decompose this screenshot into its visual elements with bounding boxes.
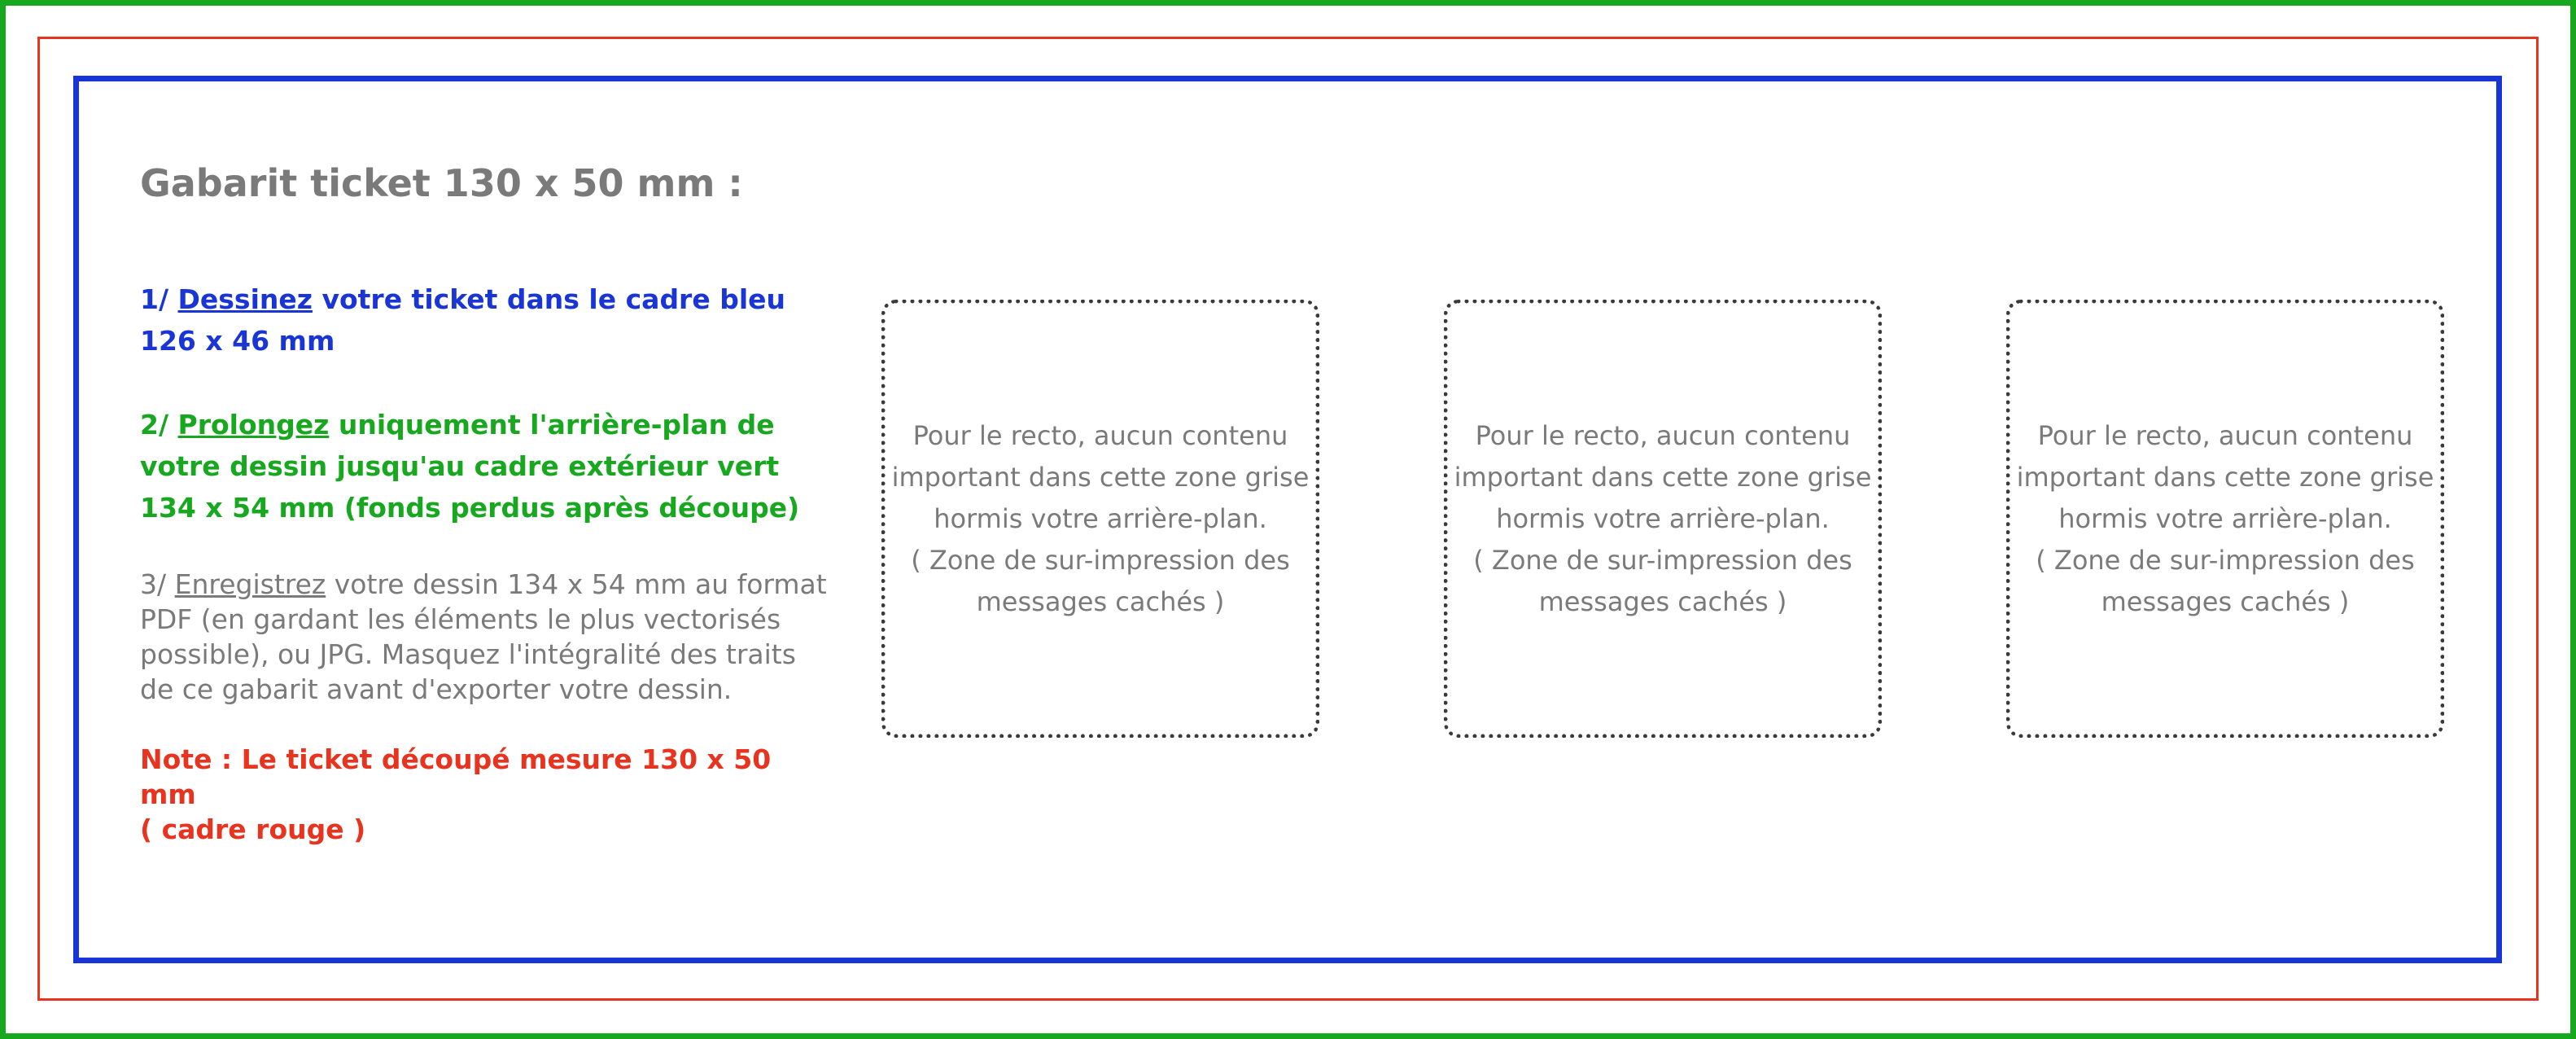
zone-2-line-5: messages cachés ) — [1538, 585, 1787, 617]
safe-frame-blue — [73, 76, 2502, 963]
zone-3-line-2: important dans cette zone grise — [2016, 461, 2434, 493]
step-1-keyword: Dessinez — [177, 283, 313, 315]
note-line-2: ( cadre rouge ) — [140, 813, 366, 845]
step-2-text: uniquement l'arrière-plan de votre dessi… — [140, 409, 800, 524]
note-line-1: Note : Le ticket découpé mesure 130 x 50… — [140, 743, 772, 810]
instruction-step-3: 3/ Enregistrez votre dessin 134 x 54 mm … — [140, 567, 832, 707]
overprint-zone-1: Pour le recto, aucun contenu important d… — [881, 300, 1319, 738]
zone-3-text: Pour le recto, aucun contenu important d… — [2010, 415, 2440, 623]
zone-2-line-3: hormis votre arrière-plan. — [1496, 502, 1830, 534]
zone-3-line-5: messages cachés ) — [2101, 585, 2350, 617]
step-3-keyword: Enregistrez — [174, 568, 326, 600]
step-2-keyword: Prolongez — [177, 409, 330, 441]
zone-3-line-4: ( Zone de sur-impression des — [2036, 544, 2415, 576]
zone-1-line-3: hormis votre arrière-plan. — [934, 502, 1267, 534]
zone-2-line-1: Pour le recto, aucun contenu — [1475, 419, 1851, 451]
zone-3-line-3: hormis votre arrière-plan. — [2058, 502, 2392, 534]
overprint-zone-2: Pour le recto, aucun contenu important d… — [1444, 300, 1882, 738]
cut-frame-red — [37, 37, 2539, 1001]
zone-2-line-4: ( Zone de sur-impression des — [1473, 544, 1852, 576]
instruction-step-2: 2/ Prolongez uniquement l'arrière-plan d… — [140, 404, 832, 528]
overprint-zone-3: Pour le recto, aucun contenu important d… — [2006, 300, 2444, 738]
zone-1-text: Pour le recto, aucun contenu important d… — [886, 415, 1315, 623]
instruction-step-1: 1/ Dessinez votre ticket dans le cadre b… — [140, 278, 832, 362]
step-3-text: votre dessin 134 x 54 mm au format PDF (… — [140, 568, 827, 705]
instruction-note: Note : Le ticket découpé mesure 130 x 50… — [140, 742, 832, 847]
step-1-prefix: 1/ — [140, 283, 178, 315]
zone-3-line-1: Pour le recto, aucun contenu — [2037, 419, 2413, 451]
zone-2-line-2: important dans cette zone grise — [1454, 461, 1872, 493]
zone-1-line-1: Pour le recto, aucun contenu — [912, 419, 1288, 451]
zone-1-line-5: messages cachés ) — [976, 585, 1225, 617]
step-3-prefix: 3/ — [140, 568, 175, 600]
page-title: Gabarit ticket 130 x 50 mm : — [140, 161, 743, 205]
zone-1-line-2: important dans cette zone grise — [891, 461, 1310, 493]
zone-1-line-4: ( Zone de sur-impression des — [911, 544, 1290, 576]
zone-2-text: Pour le recto, aucun contenu important d… — [1448, 415, 1878, 623]
step-2-prefix: 2/ — [140, 409, 178, 441]
step-1-text: votre ticket dans le cadre bleu 126 x 46… — [140, 283, 786, 357]
